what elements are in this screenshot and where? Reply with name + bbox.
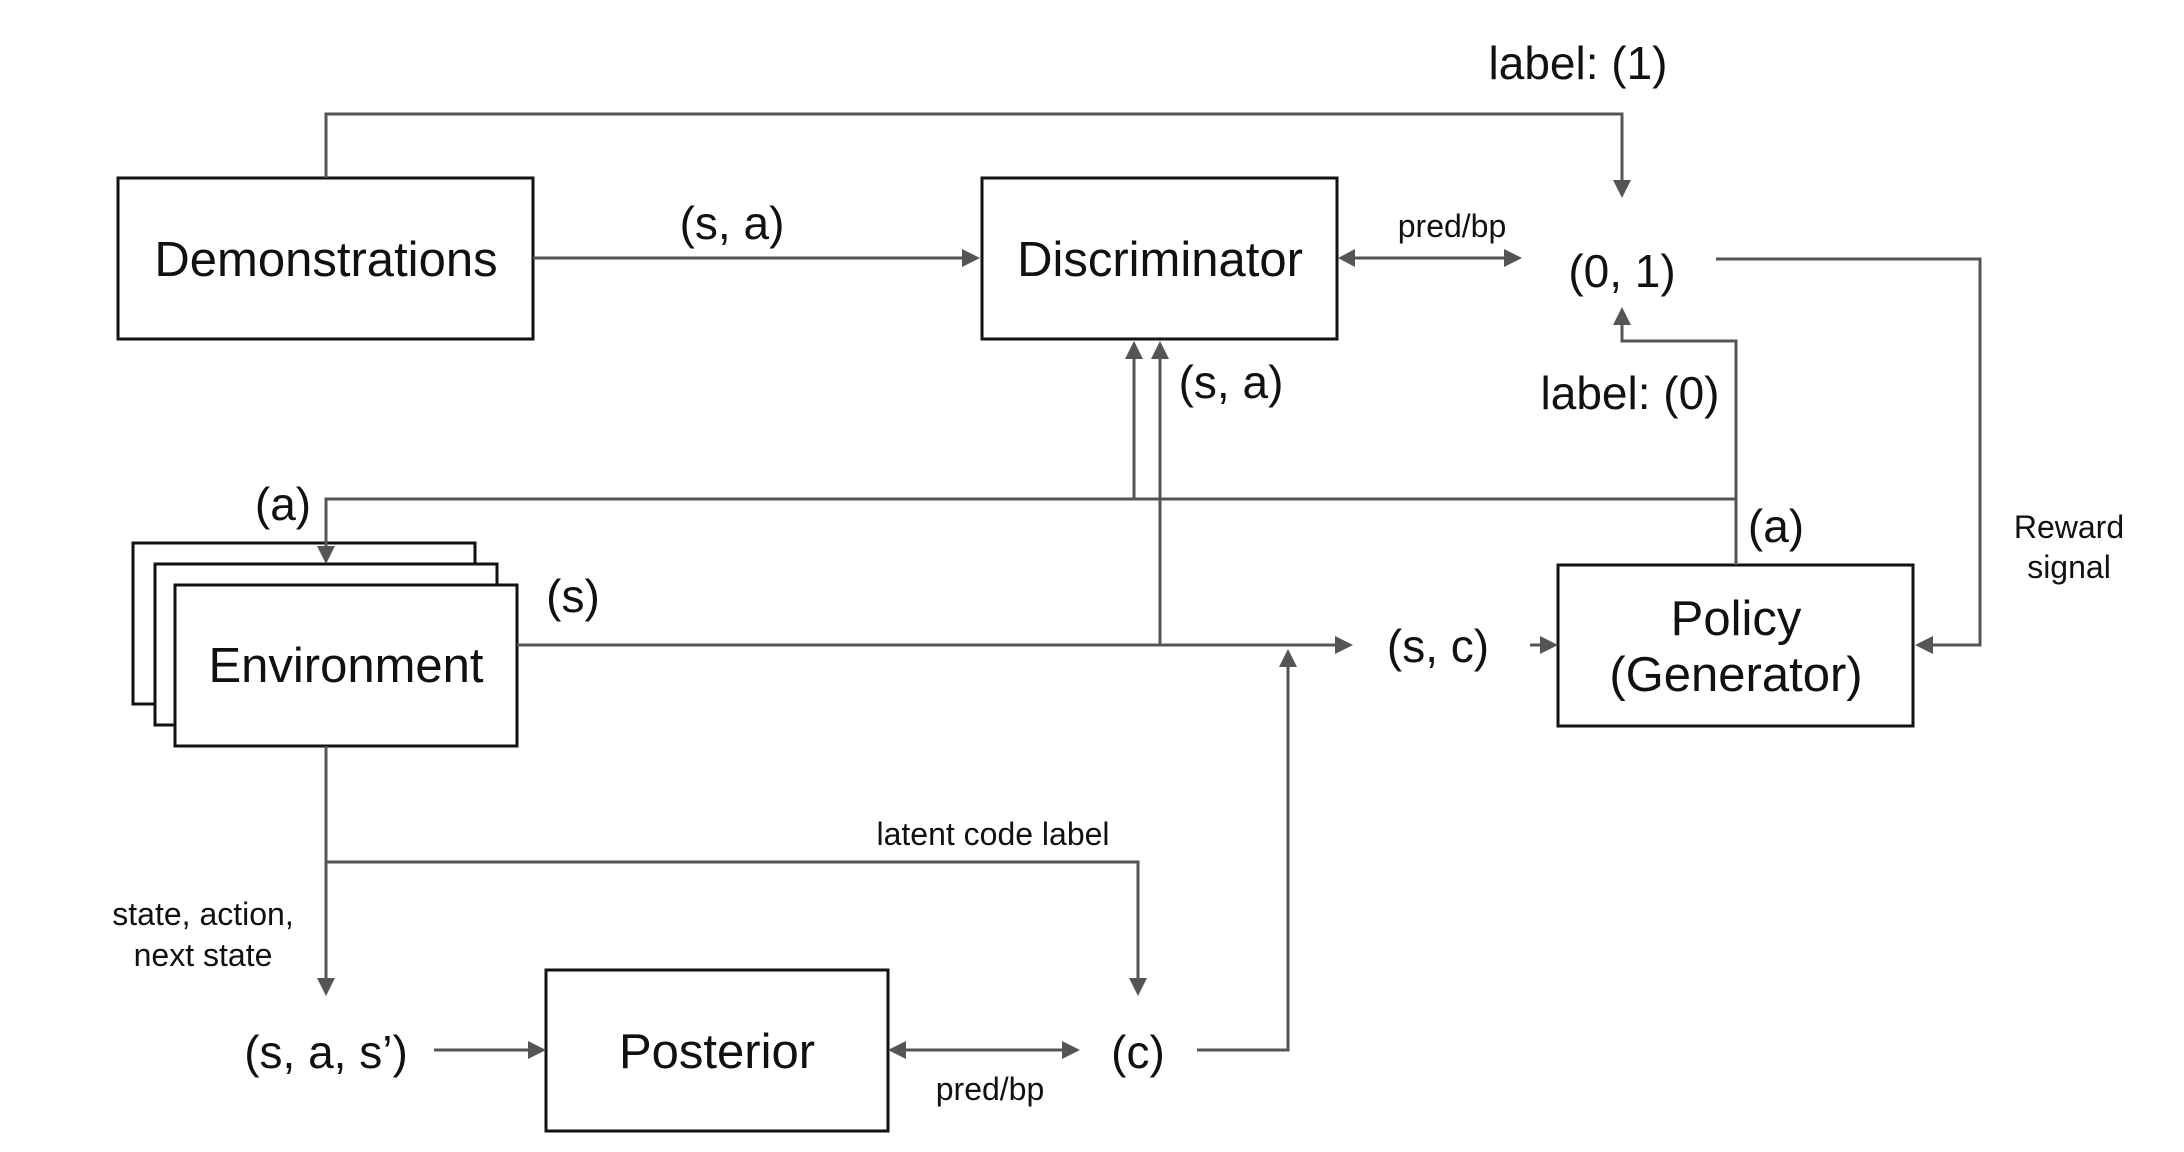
transition-desc-line1: state, action, [112,896,293,932]
action-to-discriminator-arrow [1125,341,1143,499]
policy-label0-arrow [1613,307,1738,565]
demo-label1-arrow [324,112,1631,198]
policy-generator-node: Policy (Generator) [1556,563,1915,728]
sc-to-policy-arrow [1530,636,1558,654]
transition-to-posterior-arrow [434,1041,546,1059]
environment-to-transition-arrow [317,746,335,996]
label-1-text: label: (1) [1489,37,1668,89]
demonstrations-node: Demonstrations [116,176,535,341]
posterior-label: Posterior [619,1025,815,1079]
environment-label: Environment [208,639,483,693]
pred-bp-bottom-text: pred/bp [936,1071,1045,1107]
action-policy-text: (a) [1748,500,1804,552]
discriminator-pred-bp-arrow [1338,249,1522,267]
state-to-sc-arrow [517,636,1353,654]
discriminator-node: Discriminator [980,176,1339,341]
label-0-text: label: (0) [1541,367,1720,419]
c-text: (c) [1111,1026,1165,1078]
latent-code-arrow [326,860,1147,996]
reward-signal-arrow [1716,257,1982,654]
environment-stack-front [173,583,519,748]
generator-label: (Generator) [1609,648,1862,702]
sa-demo-text: (s, a) [680,197,785,249]
demonstrations-label: Demonstrations [154,233,497,287]
transition-desc-line2: next state [134,937,273,973]
environment-node-stack: Environment [131,541,519,748]
transition-text: (s, a, s’) [244,1026,408,1078]
latent-code-text: latent code label [876,816,1109,852]
demo-to-discriminator-arrow [533,249,980,267]
pred-bp-top-text: pred/bp [1398,208,1507,244]
sc-text: (s, c) [1387,620,1489,672]
discriminator-label: Discriminator [1017,233,1303,287]
posterior-pred-bp-arrow [888,1041,1080,1059]
output-01-text: (0, 1) [1568,245,1675,297]
reward-text-line2: signal [2027,549,2111,585]
action-env-text: (a) [255,478,311,530]
reward-text-line1: Reward [2014,509,2124,545]
posterior-node: Posterior [544,968,890,1133]
policy-label: Policy [1671,592,1802,646]
state-to-discriminator-arrow [1151,341,1169,645]
sa-env-text: (s, a) [1179,356,1284,408]
c-to-sc-arrow [1197,649,1297,1052]
state-env-text: (s) [546,570,600,622]
action-to-environment-arrow [317,497,1736,564]
